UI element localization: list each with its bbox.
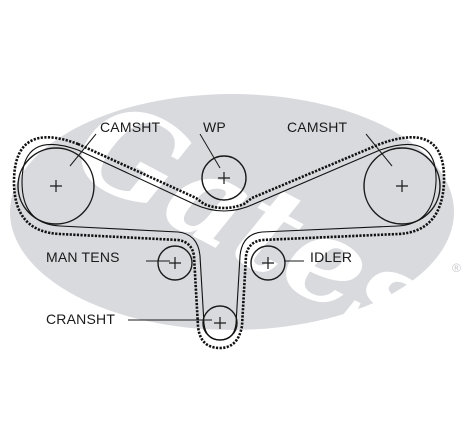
timing-belt	[12, 136, 446, 350]
camshaft-right-pulley	[363, 147, 441, 225]
leader-camshaft-left	[69, 133, 97, 167]
idler-pulley	[250, 245, 286, 281]
plus-icon	[396, 180, 408, 192]
water-pump-pulley	[201, 155, 247, 201]
leader-camshaft-right	[365, 133, 393, 167]
leader-water-pump	[199, 133, 221, 169]
label-manual-tensioner: MAN TENS	[46, 249, 120, 265]
watermark-oval	[10, 94, 454, 330]
centre-marks	[50, 172, 408, 329]
camshaft-left-pulley	[17, 147, 95, 225]
label-idler: IDLER	[310, 249, 352, 265]
leader-lines	[69, 133, 393, 321]
plus-icon	[169, 257, 181, 269]
label-camshaft-right: CAMSHT	[287, 119, 348, 135]
plus-icon	[214, 317, 226, 329]
belt-inner	[21, 143, 437, 341]
label-water-pump: WP	[203, 119, 226, 135]
plus-icon	[50, 180, 62, 192]
manual-tensioner-pulley	[157, 245, 193, 281]
plus-icon	[218, 172, 230, 184]
registered-mark: ®	[452, 261, 461, 275]
label-camshaft-left: CAMSHT	[100, 119, 161, 135]
belt-outer	[12, 136, 446, 350]
labels: CAMSHT WP CAMSHT MAN TENS IDLER CRANSHT	[46, 119, 352, 327]
plus-icon	[262, 257, 274, 269]
label-crankshaft: CRANSHT	[46, 311, 115, 327]
